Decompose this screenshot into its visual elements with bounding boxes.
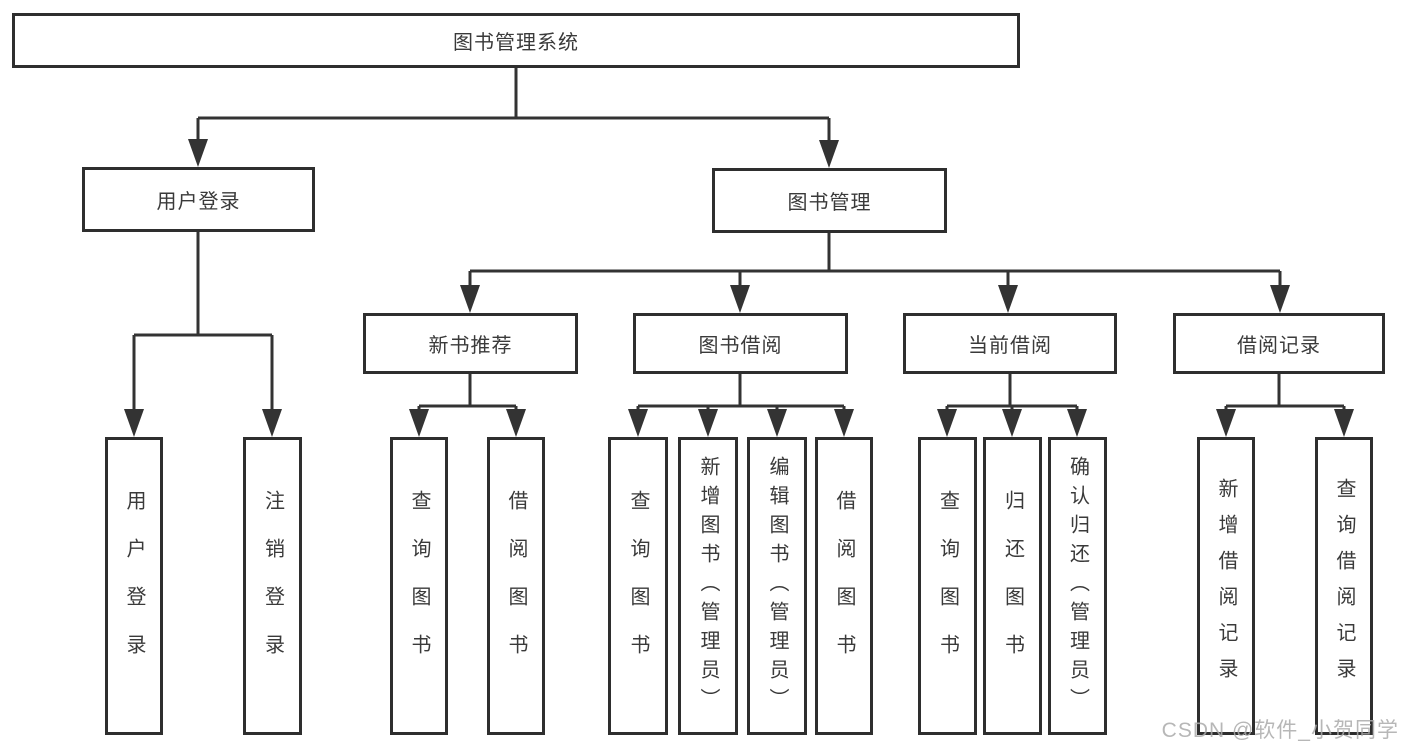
- node-borrowing-records: 借阅记录: [1173, 313, 1385, 374]
- leaf-query-books: 查询图书: [608, 437, 668, 735]
- node-label: 借阅记录: [1237, 335, 1321, 357]
- leaf-user-login: 用户登录: [105, 437, 163, 735]
- node-user-login: 用户登录: [82, 167, 315, 232]
- node-label: 借阅图书: [833, 490, 855, 682]
- node-label: 注销登录: [261, 490, 284, 682]
- leaf-add-books-admin: 新增图书（管理员）: [678, 437, 738, 735]
- node-label: 编辑图书（管理员）: [766, 455, 788, 717]
- node-label: 确认归还（管理员）: [1066, 455, 1089, 717]
- node-book-borrowing: 图书借阅: [633, 313, 848, 374]
- leaf-borrow-books: 借阅图书: [815, 437, 873, 735]
- leaf-confirm-return-admin: 确认归还（管理员）: [1048, 437, 1107, 735]
- node-label: 图书借阅: [698, 335, 783, 357]
- node-label: 用户登录: [123, 490, 145, 682]
- leaf-logout: 注销登录: [243, 437, 302, 735]
- leaf-query-books: 查询图书: [918, 437, 977, 735]
- node-label: 归还图书: [1001, 490, 1024, 682]
- leaf-add-borrow-record: 新增借阅记录: [1197, 437, 1255, 735]
- csdn-watermark: CSDN @软件_小贺同学: [1161, 719, 1399, 742]
- node-label: 借阅图书: [505, 490, 527, 682]
- node-label: 查询图书: [408, 490, 430, 682]
- node-label: 当前借阅: [968, 335, 1052, 357]
- node-label: 查询图书: [936, 490, 959, 682]
- node-label: 查询图书: [627, 490, 649, 682]
- node-new-book-recommendation: 新书推荐: [363, 313, 578, 374]
- node-label: 图书管理系统: [453, 32, 579, 54]
- node-label: 查询借阅记录: [1333, 478, 1355, 694]
- node-label: 新增借阅记录: [1215, 478, 1237, 694]
- node-label: 图书管理: [787, 192, 872, 214]
- node-label: 新书推荐: [428, 335, 513, 357]
- leaf-query-books: 查询图书: [390, 437, 448, 735]
- leaf-borrow-books: 借阅图书: [487, 437, 545, 735]
- node-book-management-system: 图书管理系统: [12, 13, 1020, 68]
- leaf-query-borrow-record: 查询借阅记录: [1315, 437, 1373, 735]
- node-book-management: 图书管理: [712, 168, 947, 233]
- node-current-borrowing: 当前借阅: [903, 313, 1117, 374]
- leaf-return-books: 归还图书: [983, 437, 1042, 735]
- node-label: 新增图书（管理员）: [697, 455, 719, 717]
- leaf-edit-books-admin: 编辑图书（管理员）: [747, 437, 807, 735]
- node-label: 用户登录: [156, 191, 241, 213]
